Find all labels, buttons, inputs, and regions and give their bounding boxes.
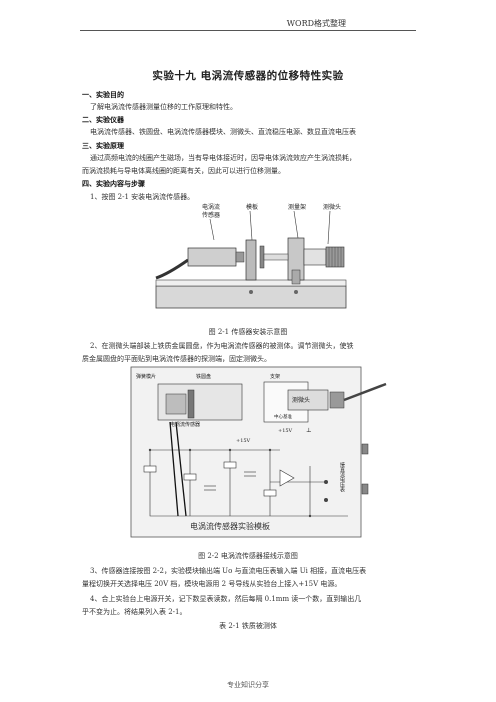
label-sensor-2: 传感器	[202, 211, 220, 219]
section-heading-purpose: 一、实验目的	[82, 90, 124, 99]
document-title: 实验十九 电涡流传感器的位移特性实验	[152, 70, 344, 82]
figure1-caption: 图 2-1 传感器安装示意图	[208, 328, 288, 336]
label-spring-board: 弹簧模片	[136, 373, 156, 380]
header-rule	[80, 30, 416, 31]
label-center: 中心基准	[274, 413, 292, 420]
label-right-column: 接直流电压表	[339, 461, 345, 493]
label-module-title: 电涡流传感器实验模板	[190, 521, 270, 531]
step-3-line1: 3、传感器连接按图 2-2，实验模块输出端 Uo 与直流电压表输入端 Ui 相接…	[90, 567, 367, 575]
label-sensor-1: 电涡流	[202, 203, 220, 211]
section-heading-principle: 三、实验原理	[82, 141, 124, 150]
label-micrometer: 测微头	[323, 203, 341, 211]
label-bracket: 测量架	[288, 203, 306, 211]
label-mount: 模板	[246, 203, 258, 211]
figure-wiring-diagram: 弹簧模片 铁圆盘 电涡流传感器 支架 测微头 中心基准 +15V +15V ⊥ …	[130, 366, 387, 538]
section-body-instruments: 电涡流传感器、铁圆盘、电涡流传感器模块、测微头、直流稳压电源、数显直流电压表	[90, 128, 356, 136]
section-heading-steps: 四、实验内容与步骤	[82, 179, 145, 188]
label-sensor-coil: 电涡流传感器	[170, 421, 200, 428]
figure1-labels: 电涡流 传感器 模板 测量架 测微头	[202, 203, 341, 219]
label-gnd: ⊥	[306, 427, 312, 434]
section-body-purpose: 了解电涡流传感器测量位移的工作原理和特性。	[90, 103, 237, 111]
label-support: 支架	[270, 373, 280, 380]
label-disk: 铁圆盘	[196, 373, 211, 380]
section-body-principle-2: 而涡流损耗与导电体离线圈的距离有关，因此可以进行位移测量。	[82, 167, 285, 175]
section-body-principle-1: 通过高频电流的线圈产生磁场，当有导电体接近时，因导电体涡流效应产生涡流损耗，	[90, 154, 356, 162]
label-power-2: +15V	[236, 438, 251, 444]
step-4-line2: 乎不变为止。将结果列入表 2-1。	[82, 608, 187, 616]
step-4-line1: 4、合上实验台上电源开关，记下数显表读数，然后每隔 0.1mm 读一个数，直到输…	[90, 595, 362, 603]
page-footer: 专业知识分享	[227, 681, 269, 689]
section-heading-instruments: 二、实验仪器	[82, 115, 124, 124]
page-header: WORD格式整理	[286, 19, 346, 28]
label-power: +15V	[278, 428, 293, 434]
figure-sensor-installation: 电涡流 传感器 模板 测量架 测微头	[155, 203, 347, 309]
step-2-line2: 质金属圆盘的平面贴到电涡流传感器的探测端，固定测微头。	[82, 355, 271, 363]
step-2-line1: 2、在测微头端部装上铁质金属圆盘，作为电涡流传感器的被测体。调节测微头，使铁	[90, 342, 354, 350]
figure2-labels: 弹簧模片 铁圆盘 电涡流传感器 支架 测微头 中心基准 +15V +15V ⊥ …	[136, 373, 312, 531]
label-micrometer-box: 测微头	[292, 396, 310, 404]
step-1: 1、按图 2-1 安装电涡流传感器。	[90, 193, 195, 201]
step-3-line2: 量程切换开关选择电压 20V 档，模块电源用 2 号导线从实验台上接入+15V …	[82, 580, 342, 588]
figure2-caption: 图 2-2 电涡流传感器接线示意图	[198, 552, 298, 560]
table-title: 表 2-1 铁质被测体	[219, 622, 277, 630]
